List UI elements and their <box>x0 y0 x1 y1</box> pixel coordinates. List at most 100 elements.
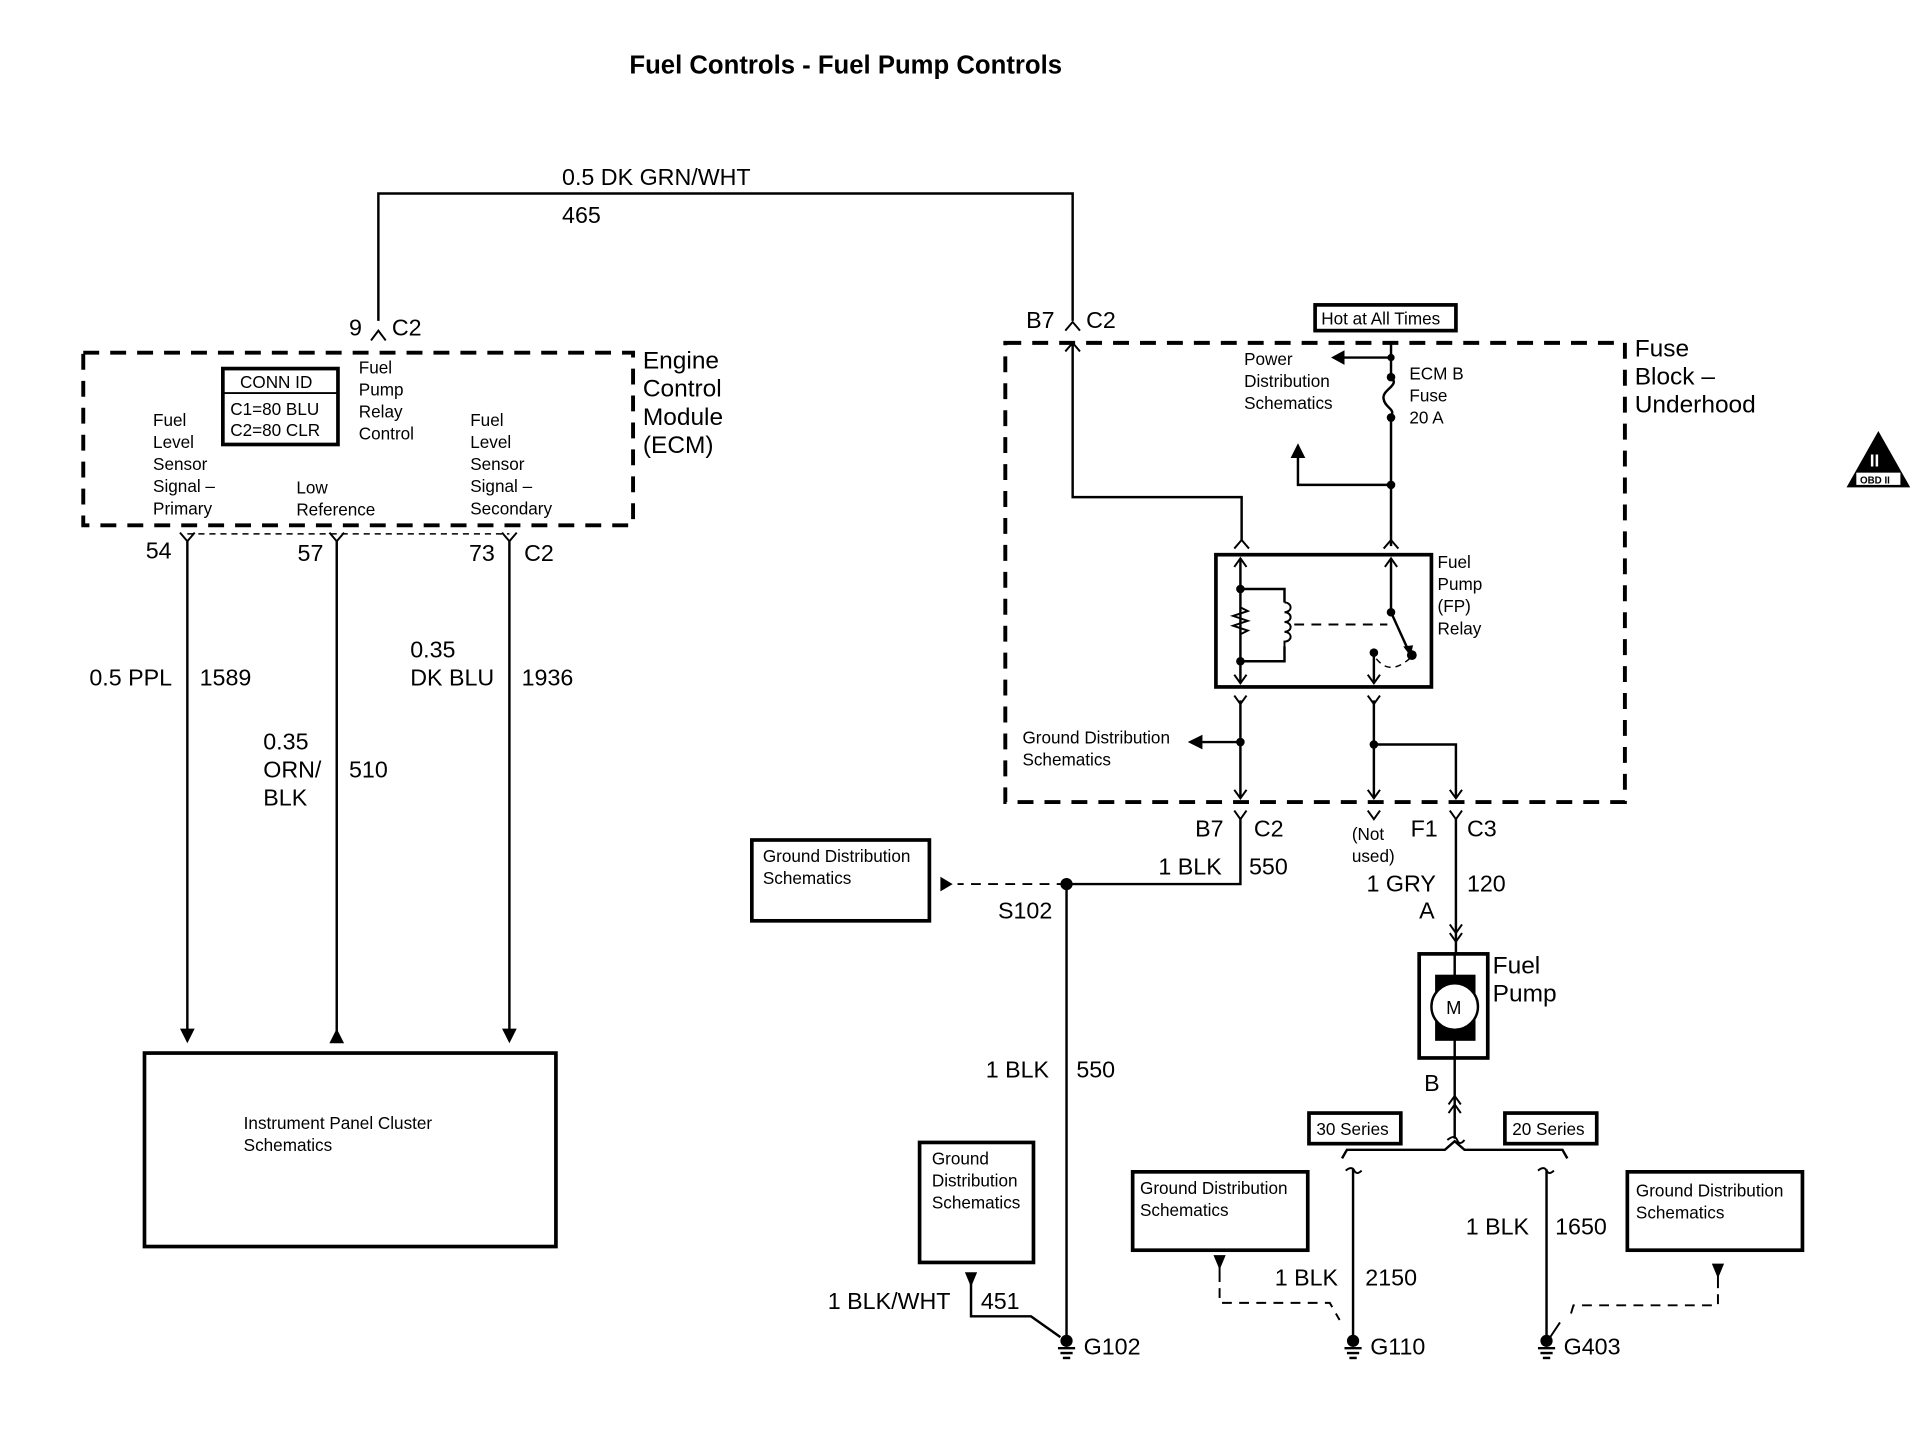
relay-switch-contact <box>1389 611 1411 654</box>
ground-distribution-box-s102[interactable]: Ground Distribution Schematics <box>750 838 932 923</box>
wire-segment <box>1549 1321 1561 1338</box>
label: used) <box>1352 846 1395 866</box>
wire-path <box>1447 1094 1462 1106</box>
pump-pin-b: B <box>1424 1070 1440 1096</box>
label: G110 <box>1370 1333 1425 1359</box>
ipc-schematics-box[interactable]: Instrument Panel Cluster Schematics <box>142 1051 558 1249</box>
wire-path <box>1296 455 1392 487</box>
ground-g403: G403 <box>1537 1333 1621 1359</box>
junction-dot <box>1406 650 1417 660</box>
label: Ground Distribution <box>763 846 911 866</box>
wire-path <box>1447 1102 1462 1114</box>
splice-s102-label: S102 <box>998 897 1052 923</box>
wire-path <box>1233 789 1248 801</box>
wire-path <box>1373 743 1458 799</box>
power-distribution-ref[interactable]: Power Distribution Schematics <box>1244 349 1333 413</box>
label: Low <box>296 477 328 497</box>
label: Ground Distribution <box>1636 1180 1784 1200</box>
wire-1589: 0.5 PPL 1589 <box>89 541 251 1044</box>
ecm-pin-54: 54 <box>146 537 172 563</box>
wire-path <box>1340 1139 1569 1159</box>
label: 510 <box>349 757 388 783</box>
arrow-icon <box>1331 350 1345 365</box>
label: Schematics <box>763 868 852 888</box>
wire-path <box>1064 320 1081 332</box>
wire-path <box>1382 538 1400 550</box>
label: 1 BLK <box>1158 853 1222 879</box>
not-used-label: (Not used) <box>1352 824 1395 866</box>
label: Power <box>1244 349 1293 369</box>
label: Signal – <box>470 476 532 496</box>
ecm-pin-73: 73 <box>469 540 495 566</box>
label: ORN/ <box>263 757 322 783</box>
label: Signal – <box>153 476 215 496</box>
label: Fuel <box>1493 952 1541 979</box>
wire-1936: 0.35 DK BLU 1936 <box>410 541 573 1044</box>
wire-451: 1 BLK/WHT 451 <box>828 1272 1062 1339</box>
junction-dot <box>1386 480 1396 490</box>
box-shape <box>221 366 340 447</box>
wire-path <box>1240 587 1286 603</box>
junction-dot <box>1430 982 1480 1032</box>
wire-path <box>1448 810 1463 821</box>
ground-distribution-box-g403[interactable]: Ground Distribution Schematics <box>1625 1170 1805 1253</box>
label: Control <box>359 424 414 444</box>
label: 30 Series <box>1316 1119 1388 1139</box>
wire-path <box>1366 789 1381 801</box>
ipc-label: Instrument Panel Cluster <box>244 1113 433 1133</box>
wire-path <box>1218 1288 1341 1321</box>
label: Ground Distribution <box>1022 727 1170 747</box>
box-shape <box>917 1140 1036 1265</box>
label: Schematics <box>932 1193 1021 1213</box>
label: 1 BLK <box>986 1057 1050 1083</box>
ecm-name-line: (ECM) <box>643 432 714 459</box>
ground-distribution-box-g102[interactable]: Ground Distribution Schematics <box>917 1140 1036 1265</box>
box-shape <box>1130 1170 1310 1253</box>
wire-path <box>1448 789 1463 801</box>
wire-path <box>1233 674 1248 685</box>
wire-510: 0.35 ORN/ BLK 510 <box>263 541 388 1044</box>
box-shape <box>1307 1111 1403 1146</box>
ground-circuit-550: 1 BLK 550 S102 1 BLK 550 <box>940 819 1288 1338</box>
label-fls-secondary: Fuel Level Sensor Signal – Secondary <box>470 410 552 518</box>
ground-distribution-ref[interactable]: Ground Distribution Schematics <box>1022 727 1170 769</box>
label: 20 A <box>1409 408 1444 428</box>
label: (FP) <box>1438 596 1471 616</box>
box-shape <box>1625 1170 1805 1253</box>
label: DK BLU <box>410 665 494 691</box>
page-title: Fuel Controls - Fuel Pump Controls <box>629 51 1062 79</box>
fb-pin-b7-top: B7 <box>1026 307 1054 333</box>
fuse-block-underhood: Fuse Block – Underhood Hot at All Times … <box>1003 303 1756 866</box>
label: 120 <box>1467 870 1506 896</box>
label: Secondary <box>470 498 552 518</box>
label: Ground <box>932 1148 989 1168</box>
fuse-block-name: Fuse <box>1635 335 1689 362</box>
ground-distribution-box-g110[interactable]: Ground Distribution Schematics <box>1130 1170 1310 1253</box>
connector-symbol <box>370 328 387 341</box>
label: Pump <box>359 380 404 400</box>
label: Level <box>470 432 511 452</box>
ecm-conn-c2-top: C2 <box>392 315 422 341</box>
label: 0.35 <box>263 728 308 754</box>
wire-path <box>1448 923 1463 935</box>
resistor-symbol <box>1229 606 1251 636</box>
conn-id-c1: C1=80 BLU <box>230 399 319 419</box>
label: G403 <box>1564 1333 1621 1359</box>
series-20-label: 20 Series <box>1503 1111 1599 1146</box>
arrow-icon <box>1187 734 1203 750</box>
hot-at-all-times-label: Hot at All Times <box>1313 303 1458 333</box>
label: Fuel <box>359 357 392 377</box>
conn-id-c2: C2=80 CLR <box>230 420 320 440</box>
label: Schematics <box>1244 393 1333 413</box>
pump-ground-branch: B <box>1340 1057 1569 1175</box>
label: 550 <box>1249 853 1288 879</box>
fuel-pump-motor: M Fuel Pump <box>1417 952 1557 1060</box>
label: Relay <box>1438 618 1482 638</box>
box-shape <box>142 1051 558 1249</box>
conn-id-header: CONN ID <box>240 372 312 392</box>
conn-id-box: CONN ID C1=80 BLU C2=80 CLR <box>221 366 340 447</box>
wire-path <box>1366 810 1381 821</box>
label: 451 <box>981 1288 1020 1314</box>
wire-path <box>1233 556 1248 568</box>
box-shape <box>1313 303 1458 333</box>
